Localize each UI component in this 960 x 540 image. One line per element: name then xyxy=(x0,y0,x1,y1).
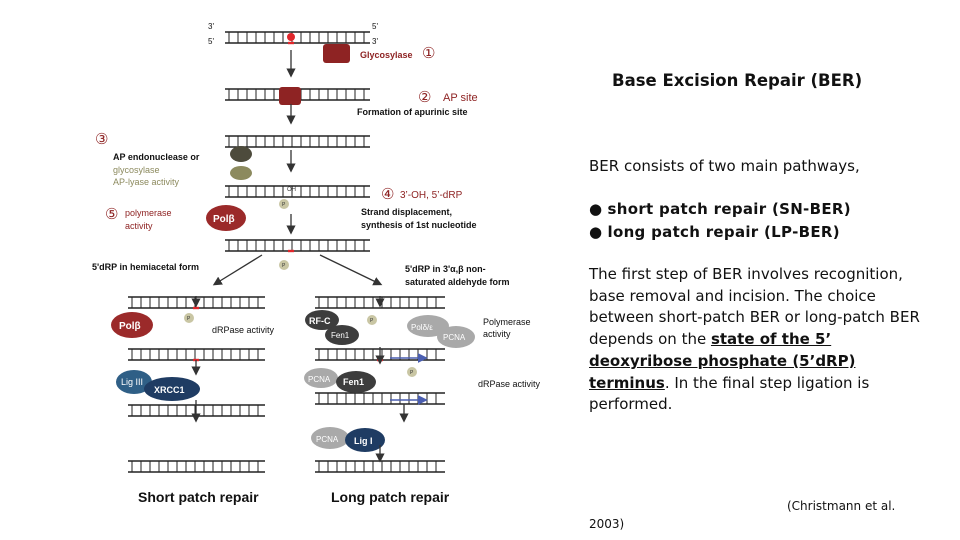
phosphate-p: P xyxy=(282,263,286,269)
citation-line-2: 2003) xyxy=(589,517,625,531)
pold-label: Polδ/ε xyxy=(411,323,433,332)
ap-site-label: AP site xyxy=(443,92,478,104)
rfc-enzyme xyxy=(305,310,339,330)
glycosylase-enzyme xyxy=(323,44,350,63)
pold-enzyme xyxy=(407,315,449,337)
strand-label-bot-5: 5' xyxy=(372,22,378,31)
lig1-label: Lig I xyxy=(354,436,373,446)
bullet-dot-icon: ● xyxy=(589,223,603,241)
step-marker-2: ② xyxy=(418,89,431,106)
oh-end-label: OH xyxy=(287,187,296,193)
long-patch-title: Long patch repair xyxy=(331,489,450,505)
rfc-label: RF-C xyxy=(309,316,331,326)
drpase-label-short: dRPase activity xyxy=(212,325,275,335)
phosphate-icon xyxy=(367,315,377,325)
pcna-enzyme-top xyxy=(437,326,475,348)
phosphate-p: P xyxy=(187,316,191,322)
ap-endonuclease-label: AP endonuclease or xyxy=(113,152,200,162)
glycosylase-label: Glycosylase xyxy=(360,50,413,60)
phosphate-icon xyxy=(279,199,289,209)
strand-label-bot-3: 3' xyxy=(372,37,378,46)
strand-label-top-3: 3' xyxy=(208,22,214,31)
fen1-label-mid: Fen1 xyxy=(343,377,364,387)
lig1-enzyme xyxy=(345,428,385,452)
body-part-1: The first step of BER involves recogniti… xyxy=(589,265,920,349)
phosphate-icon xyxy=(407,367,417,377)
bullet-text: long patch repair (LP-BER) xyxy=(607,223,840,241)
step-marker-4: ④ xyxy=(381,186,394,203)
pcna-label-mid: PCNA xyxy=(308,375,331,384)
citation-line-1: (Christmann et al. xyxy=(787,499,896,513)
fen1-label-top: Fen1 xyxy=(331,331,350,340)
bullet-text: short patch repair (SN-BER) xyxy=(607,200,851,218)
pcna-enzyme-mid xyxy=(304,368,338,388)
lig3-label: Lig III xyxy=(121,377,143,387)
ap-endonuclease-enzyme xyxy=(230,146,252,162)
pathway-bullet-list: ● short patch repair (SN-BER) ● long pat… xyxy=(589,198,851,244)
polymerase-activity-label-1: Polymerase xyxy=(483,317,531,327)
polb-label-short: Polβ xyxy=(119,321,141,332)
glycosylase-alt-label: glycosylase xyxy=(113,165,160,175)
body-paragraph: The first step of BER involves recogniti… xyxy=(589,264,939,416)
step-marker-3: ③ xyxy=(95,131,108,148)
step-marker-5: ⑤ xyxy=(105,206,118,223)
hemiacetal-label: 5'dRP in hemiacetal form xyxy=(92,262,199,272)
polb-enzyme-short xyxy=(111,312,153,338)
step-marker-1: ① xyxy=(422,45,435,62)
ap-lyase-enzyme xyxy=(230,166,252,180)
polymerase-label-1: polymerase xyxy=(125,208,172,218)
body-emphasis: state of the 5’ deoxyribose phosphate (5… xyxy=(589,330,856,392)
xrcc1-label: XRCC1 xyxy=(154,385,185,395)
phosphate-icon xyxy=(184,313,194,323)
polb-enzyme-top xyxy=(206,205,246,231)
strand-displacement-label-1: Strand displacement, xyxy=(361,207,452,217)
slide-title: Base Excision Repair (BER) xyxy=(612,71,863,90)
damaged-base-marker xyxy=(287,33,295,41)
branch-arrow-long xyxy=(319,254,383,286)
saturated-aldehyde-label-2: saturated aldehyde form xyxy=(405,277,510,287)
fen1-enzyme-top xyxy=(325,325,359,345)
pcna-label-bottom: PCNA xyxy=(316,435,339,444)
bullet-item: ● short patch repair (SN-BER) xyxy=(589,198,851,221)
fen1-enzyme-mid xyxy=(336,371,376,393)
polymerase-activity-label-2: activity xyxy=(483,329,511,339)
ber-pathway-diagram: 3' 5' 5' 3' Glycosylase ① ② AP site Form… xyxy=(92,22,541,505)
saturated-aldehyde-label-1: 5'dRP in 3'α,β non- xyxy=(405,264,486,274)
polymerase-label-2: activity xyxy=(125,221,153,231)
xrcc1-enzyme xyxy=(144,377,200,401)
intro-text: BER consists of two main pathways, xyxy=(589,157,860,175)
oh-drp-label: 3’-OH, 5’-dRP xyxy=(400,190,463,201)
strand-label-top-5: 5' xyxy=(208,37,214,46)
branch-arrow-short xyxy=(212,254,263,286)
strand-displacement-label-2: synthesis of 1st nucleotide xyxy=(361,220,477,230)
pcna-enzyme-bottom xyxy=(311,427,349,449)
ap-site-enzyme xyxy=(279,87,301,105)
ap-lyase-label: AP-lyase activity xyxy=(113,177,180,187)
formation-label: Formation of apurinic site xyxy=(357,107,468,117)
bullet-dot-icon: ● xyxy=(589,200,603,218)
drpase-label-long: dRPase activity xyxy=(478,379,541,389)
phosphate-p: P xyxy=(370,318,374,324)
lig3-enzyme xyxy=(116,370,152,394)
polb-label-top: Polβ xyxy=(213,214,235,225)
pcna-label-top: PCNA xyxy=(443,333,466,342)
short-patch-title: Short patch repair xyxy=(138,489,259,505)
phosphate-icon xyxy=(279,260,289,270)
phosphate-p: P xyxy=(410,370,414,376)
bullet-item: ● long patch repair (LP-BER) xyxy=(589,221,851,244)
phosphate-p: P xyxy=(282,202,286,208)
body-part-2: . In the final step ligation is performe… xyxy=(589,373,870,414)
